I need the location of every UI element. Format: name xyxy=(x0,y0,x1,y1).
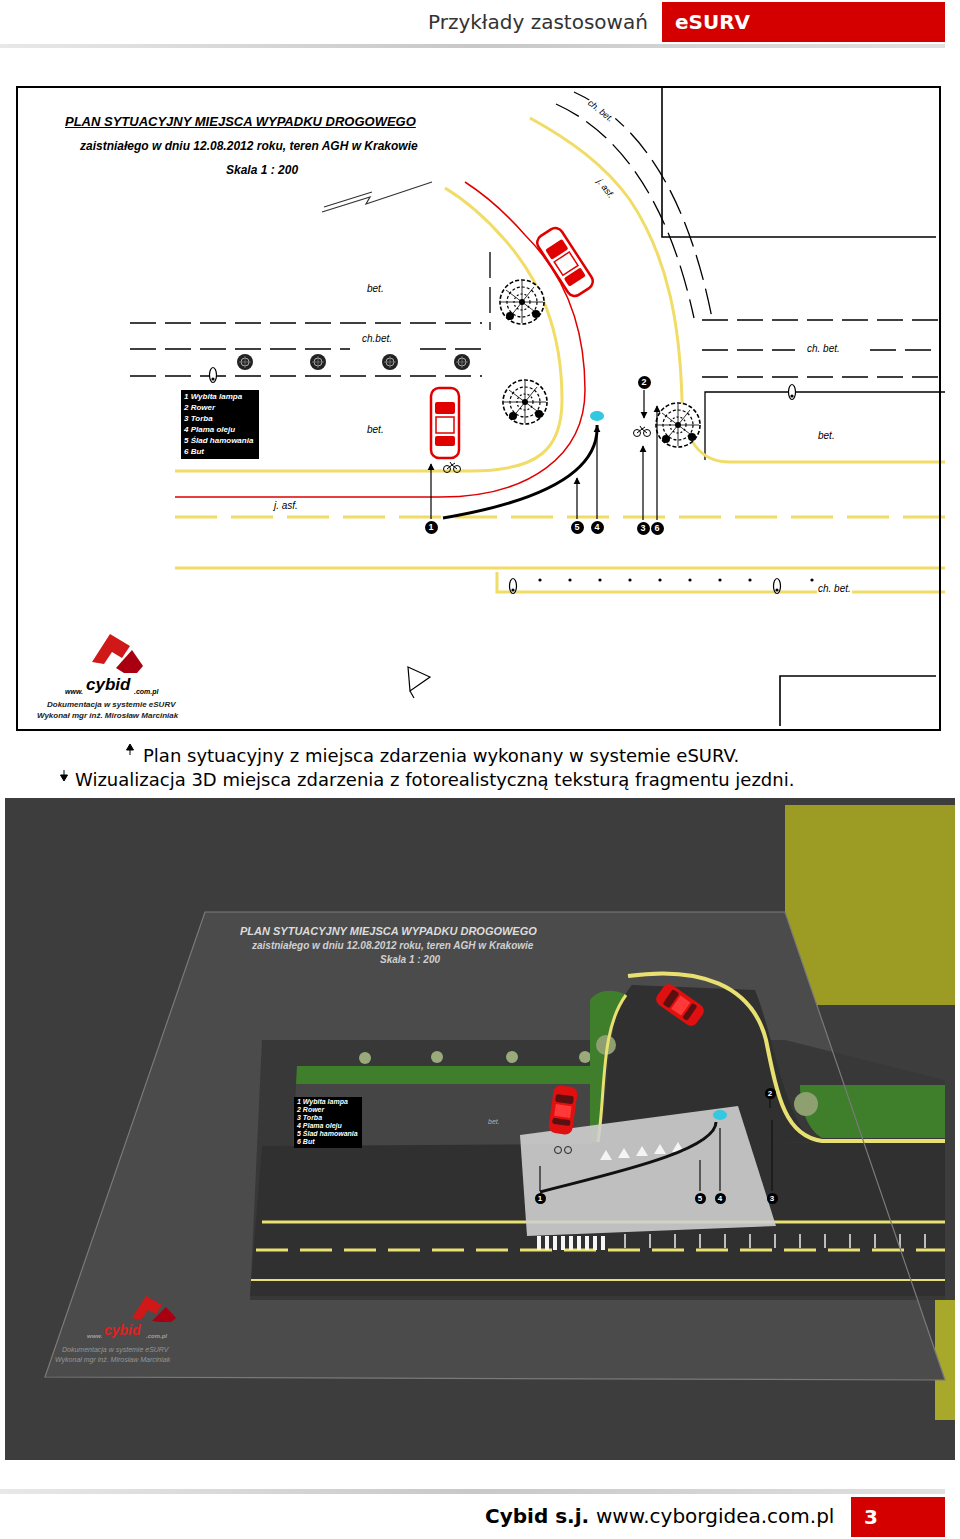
callout-number: 5 xyxy=(574,522,579,532)
page-number: 3 xyxy=(864,1505,878,1529)
legend-item: 5 Ślad hamowania xyxy=(297,1130,359,1138)
surface-label: bet. xyxy=(366,283,385,295)
plan-drawing xyxy=(92,88,945,726)
callout-circle: 1 xyxy=(425,521,438,534)
callout-circle: 1 xyxy=(535,1193,546,1204)
page-title: Przykłady zastosowań xyxy=(428,10,648,34)
logo-text: www. xyxy=(87,1333,102,1340)
callout-circle: 4 xyxy=(591,521,604,534)
legend-item: 6 But xyxy=(184,446,255,457)
callout-circle: 5 xyxy=(571,521,584,534)
callout-circle: 5 xyxy=(695,1193,706,1204)
plan-heading: zaistniałego w dniu 12.08.2012 roku, ter… xyxy=(252,940,533,952)
legend-item: 1 Wybita lampa xyxy=(297,1098,359,1106)
logo-text: www. xyxy=(65,688,83,696)
visualization-3d xyxy=(5,798,955,1460)
footer-url: www.cyborgidea.com.pl xyxy=(596,1504,834,1528)
legend-item: 4 Plama oleju xyxy=(297,1122,359,1130)
surface-label: bet. xyxy=(366,424,385,436)
callout-number: 4 xyxy=(718,1194,722,1203)
surface-label: j. asf. xyxy=(273,500,299,512)
callout-number: 3 xyxy=(770,1194,774,1203)
plan-heading: PLAN SYTUACYJNY MIEJSCA WYPADKU DROGOWEG… xyxy=(240,925,537,938)
logo-text: .com.pl xyxy=(134,688,159,696)
plan-heading: PLAN SYTUACYJNY MIEJSCA WYPADKU DROGOWEG… xyxy=(65,114,416,130)
callout-number: 6 xyxy=(654,523,659,533)
legend-box: 1 Wybita lampa2 Rower3 Torba4 Plama olej… xyxy=(181,390,259,459)
figure-caption: Wizualizacja 3D miejsca zdarzenia z foto… xyxy=(75,769,794,791)
callout-number: 2 xyxy=(768,1089,772,1098)
sheet-outline xyxy=(45,912,945,1380)
logo-text: cybid xyxy=(104,1322,141,1339)
callout-number: 3 xyxy=(640,523,645,533)
callout-number: 1 xyxy=(538,1194,542,1203)
callout-number: 1 xyxy=(428,522,433,532)
callout-number: 2 xyxy=(641,377,646,387)
surface-label: ch. bet. xyxy=(585,97,617,125)
credit-note: Dokumentacja w systemie eSURV xyxy=(47,700,176,710)
plan-heading: zaistniałego w dniu 12.08.2012 roku, ter… xyxy=(80,139,418,153)
footer-company: Cybid s.j. xyxy=(485,1504,589,1528)
credit-note: Dokumentacja w systemie eSURV xyxy=(62,1346,168,1354)
surface-label: j. asf. xyxy=(594,176,617,201)
credit-note: Wykonał mgr inż. Mirosław Marciniak xyxy=(55,1356,170,1364)
callout-circle: 3 xyxy=(767,1193,778,1204)
surface-label: ch.bet. xyxy=(361,333,393,345)
legend-item: 2 Rower xyxy=(297,1106,359,1114)
legend-item: 5 Ślad hamowania xyxy=(184,435,255,446)
callout-circle: 3 xyxy=(637,522,650,535)
surface-label: bet. xyxy=(817,430,836,442)
logo-text: .com.pl xyxy=(146,1333,167,1340)
plan-heading: Skala 1 : 200 xyxy=(380,954,440,966)
surface-label: bet. xyxy=(488,1118,500,1126)
callout-number: 4 xyxy=(594,522,599,532)
credit-note: Wykonał mgr inż. Mirosław Marciniak xyxy=(37,711,178,721)
callout-circle: 6 xyxy=(651,522,664,535)
plan-heading: Skala 1 : 200 xyxy=(226,163,298,177)
legend-item: 2 Rower xyxy=(184,402,255,413)
legend-item: 4 Plama oleju xyxy=(184,424,255,435)
logo-text: cybid xyxy=(86,675,130,695)
legend-box: 1 Wybita lampa2 Rower3 Torba4 Plama olej… xyxy=(294,1097,362,1148)
legend-item: 3 Torba xyxy=(184,413,255,424)
legend-item: 6 But xyxy=(297,1138,359,1146)
badge-text: eSURV xyxy=(675,10,750,34)
legend-item: 3 Torba xyxy=(297,1114,359,1122)
callout-circle: 4 xyxy=(715,1193,726,1204)
callout-circle: 2 xyxy=(638,376,651,389)
page-number-box: 3 xyxy=(851,1497,945,1537)
surface-label: ch. bet. xyxy=(817,583,852,595)
plan-frame: PLAN SYTUACYJNY MIEJSCA WYPADKU DROGOWEG… xyxy=(16,86,941,731)
surface-label: ch. bet. xyxy=(806,343,841,355)
callout-number: 5 xyxy=(698,1194,702,1203)
legend-item: 1 Wybita lampa xyxy=(184,391,255,402)
callout-circle: 2 xyxy=(765,1088,776,1099)
sheet-outline xyxy=(45,912,945,1380)
figure-caption: Plan sytuacyjny z miejsca zdarzenia wyko… xyxy=(143,745,739,767)
header-badge: eSURV xyxy=(662,2,945,42)
plan-sheet-3d: PLAN SYTUACYJNY MIEJSCA WYPADKU DROGOWEG… xyxy=(45,912,945,1380)
